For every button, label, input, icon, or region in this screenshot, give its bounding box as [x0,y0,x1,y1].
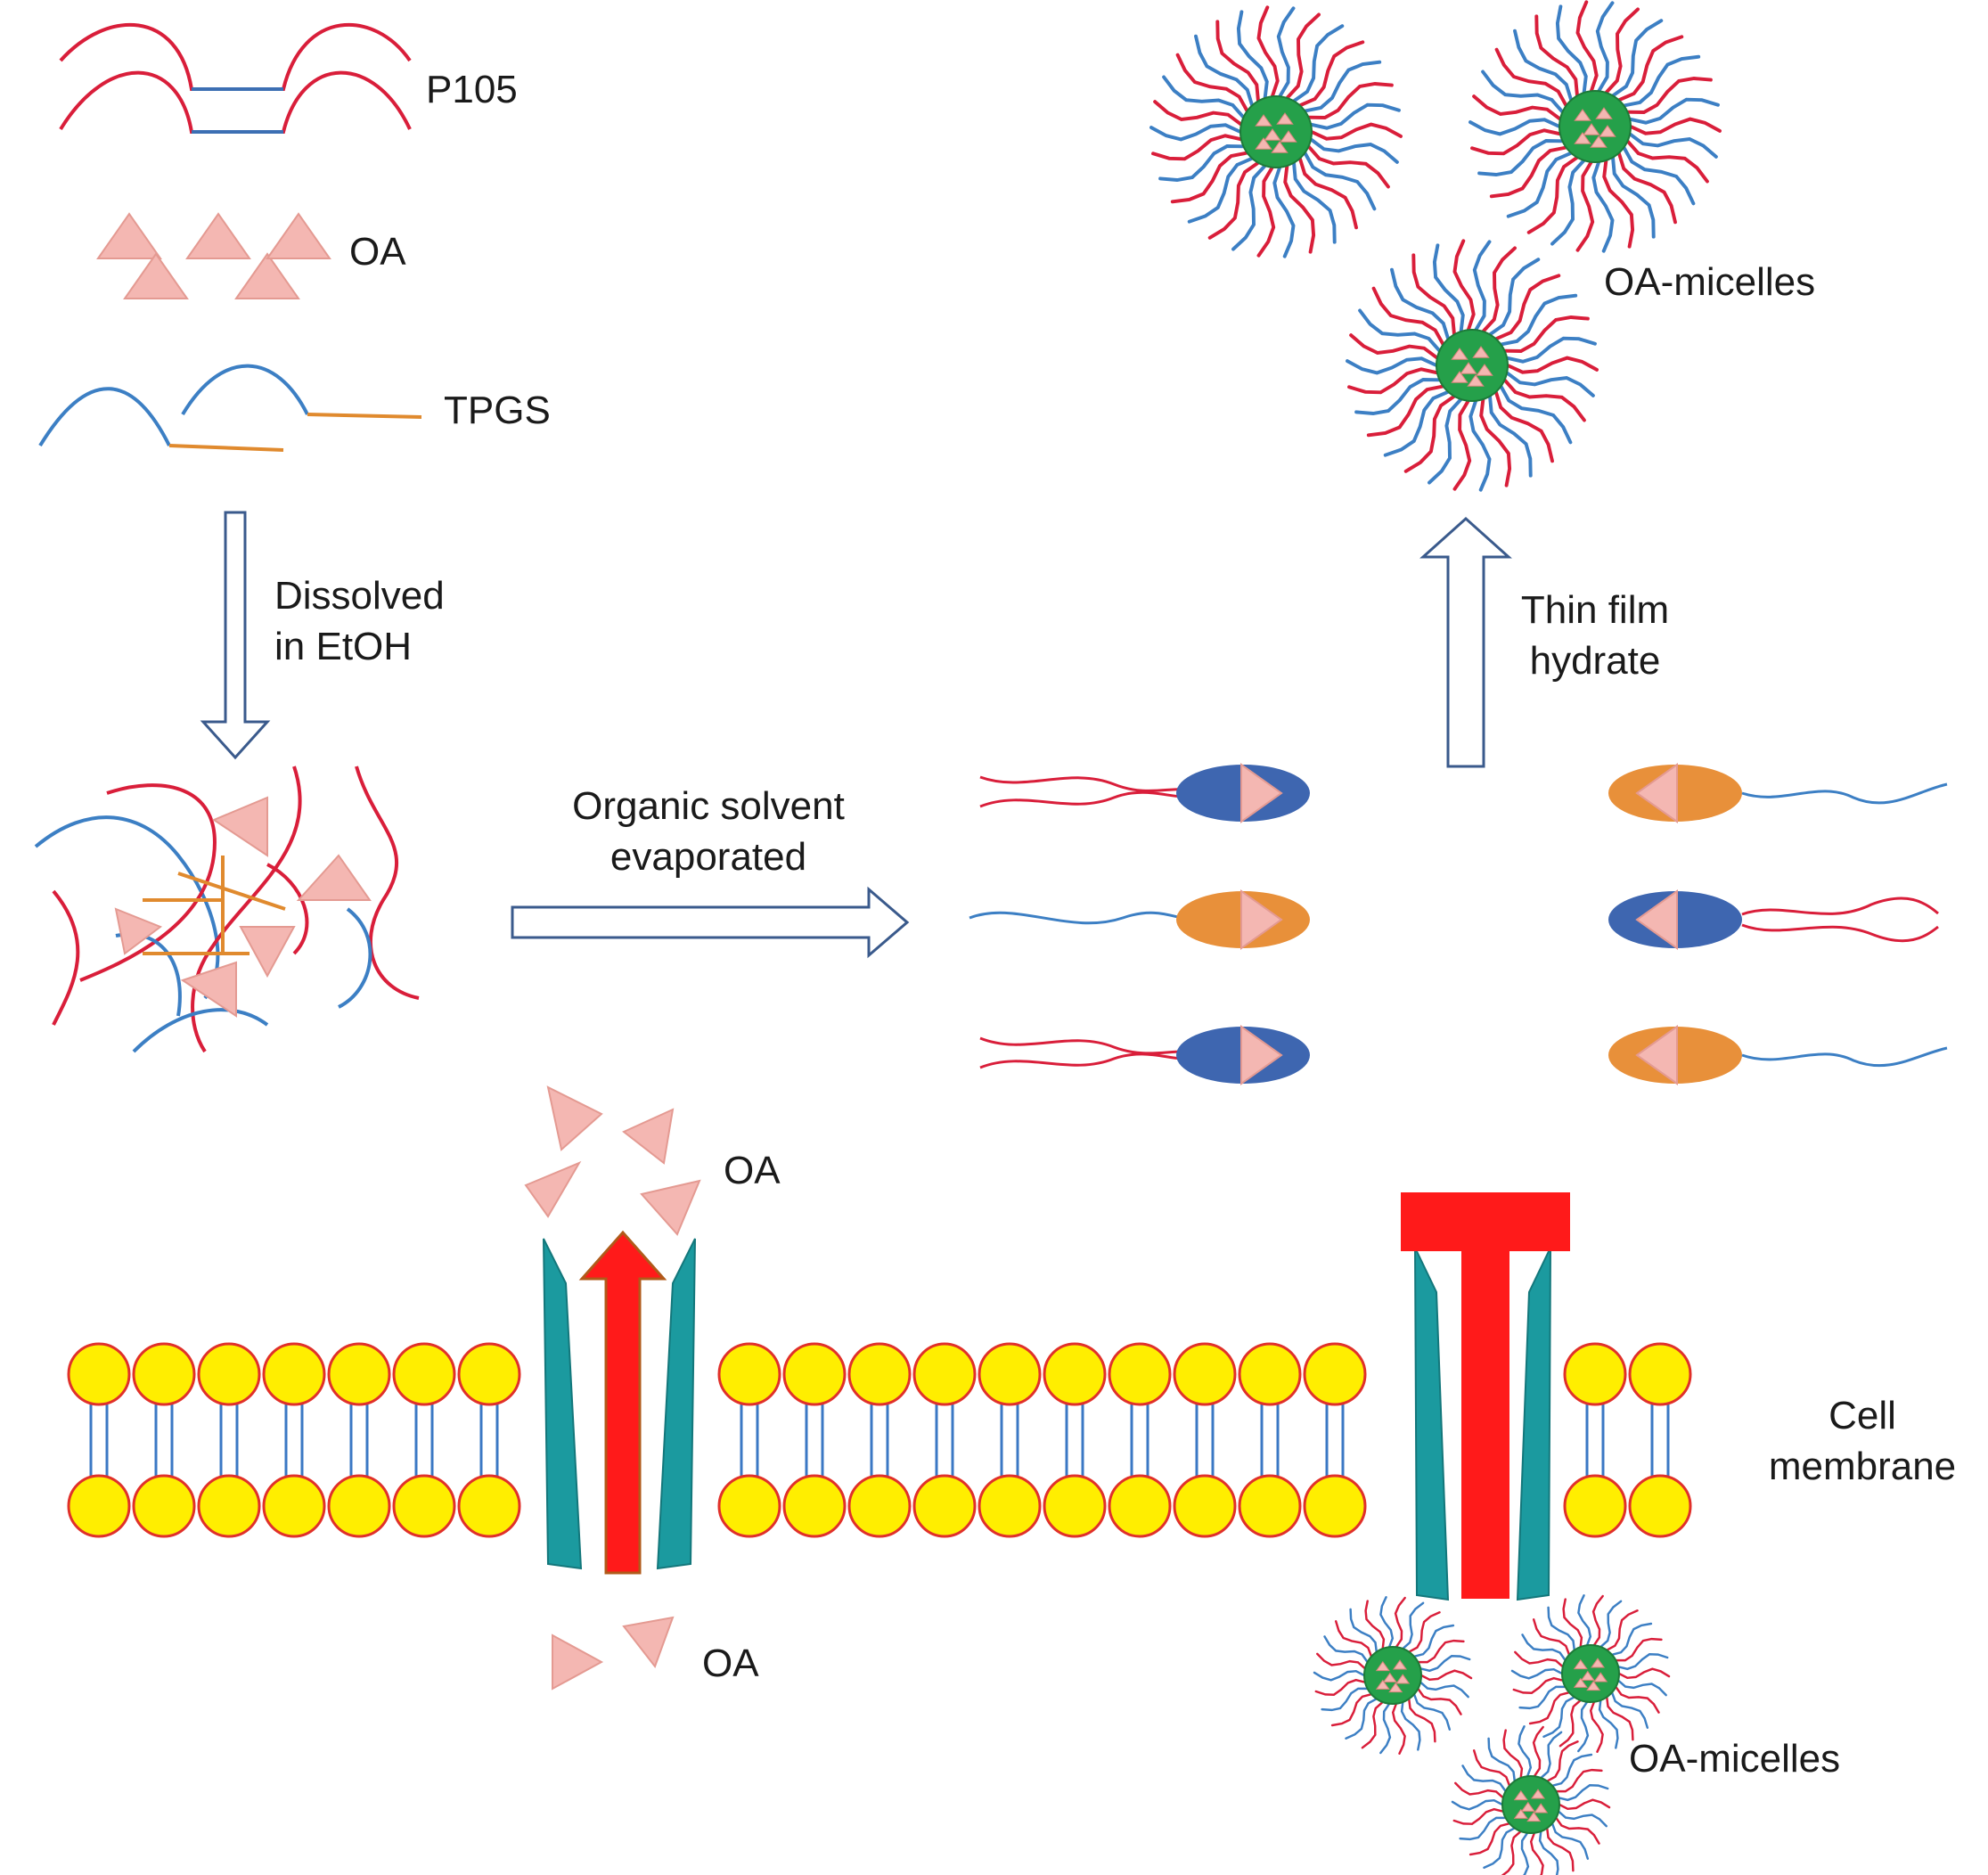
dissolved-label-line1: Dissolved [274,574,445,618]
lipid-pair [1563,1342,1627,1538]
evaporate-arrow [511,886,910,959]
lipid-pair [1108,1342,1172,1538]
cell-membrane-label-line1: Cell [1828,1394,1896,1437]
film-molecule [1608,889,1939,950]
oa-micelle [1149,5,1403,258]
efflux-pump-channel [1414,1247,1551,1601]
oa-inside-label: OA [702,1642,759,1685]
oa-micelle [1469,0,1722,253]
lipid-pair [1303,1342,1367,1538]
cell-membrane [67,1342,1692,1538]
oa-micelle [1313,1596,1473,1755]
oa-micelles-bottom-label: OA-micelles [1629,1737,1841,1781]
film-molecule [969,889,1310,950]
influx-channel [543,1238,696,1570]
efflux-pump-block [1401,1192,1570,1599]
p105-label: P105 [426,68,518,111]
cell-membrane-label-line2: membrane [1768,1445,1957,1488]
film-molecule [1608,1025,1948,1085]
oa-micelle [1346,239,1599,492]
oa-outside-triangles [524,1085,701,1236]
film-molecule [1608,763,1948,823]
thin-film-label-line2: hydrate [1529,639,1661,683]
oa-legend-icon [96,212,331,299]
hydrate-arrow [1419,516,1512,768]
lipid-pair [1628,1342,1692,1538]
oa-micelle [1451,1725,1611,1875]
lipid-pair [1173,1342,1237,1538]
lipid-pair [1043,1342,1107,1538]
film-molecule [979,763,1310,823]
tangle-drug-triangles [114,796,372,1018]
lipid-pair [67,1342,131,1538]
lipid-pair [782,1342,847,1538]
oa-legend-label: OA [349,230,406,274]
oa-inside-triangles [552,1616,675,1691]
lipid-pair [132,1342,196,1538]
evaporated-label-line1: Organic solvent [572,784,845,828]
lipid-pair [1238,1342,1302,1538]
lipid-pair [457,1342,521,1538]
lipid-pair [912,1342,977,1538]
oa-micelles-top-group [1149,0,1722,492]
lipid-pair [978,1342,1042,1538]
dissolved-label-line2: in EtOH [274,625,413,668]
p105-legend-icon [59,22,412,134]
tpgs-legend-icon [38,364,422,452]
oa-micelle [1510,1594,1671,1753]
lipid-pair [327,1342,391,1538]
oa-outside-label: OA [724,1149,781,1192]
lipid-pair [717,1342,781,1538]
tpgs-label: TPGS [444,389,551,432]
influx-arrow [578,1230,667,1575]
dissolve-arrow [200,511,271,760]
lipid-pair [847,1342,912,1538]
lipid-pair [262,1342,326,1538]
oa-micelles-bottom-group [1313,1594,1671,1875]
film-molecule [979,1025,1310,1085]
oa-micelles-top-label: OA-micelles [1604,260,1816,304]
lipid-pair [197,1342,261,1538]
lipid-pair [392,1342,456,1538]
thin-film-label-line1: Thin film [1520,588,1670,632]
evaporated-label-line2: evaporated [609,835,807,879]
